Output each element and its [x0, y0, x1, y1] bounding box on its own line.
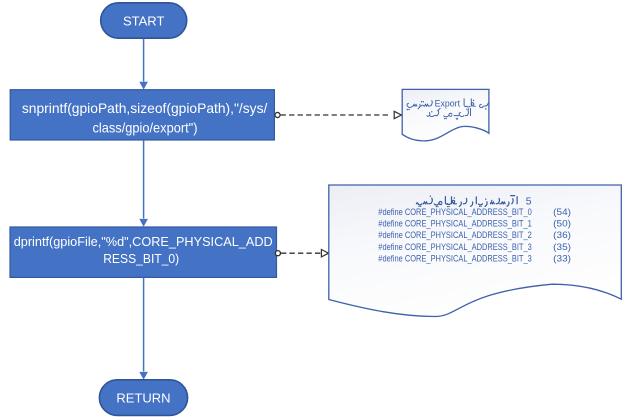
svg-text:#define CORE_PHYSICAL_ADDRESS_: #define CORE_PHYSICAL_ADDRESS_BIT_0 — [378, 207, 532, 217]
svg-text:(33): (33) — [553, 254, 571, 265]
svg-text:(36): (36) — [553, 230, 571, 241]
svg-text:Export: Export — [435, 98, 461, 108]
svg-text:class/gpio/export"): class/gpio/export") — [93, 121, 198, 136]
svg-text:#define CORE_PHYSICAL_ADDRESS_: #define CORE_PHYSICAL_ADDRESS_BIT_1 — [378, 219, 532, 229]
svg-text:snprintf(gpioPath,sizeof(gpioP: snprintf(gpioPath,sizeof(gpioPath),"/sys… — [22, 100, 268, 116]
svg-text:RESS_BIT_0): RESS_BIT_0) — [103, 252, 179, 266]
svg-text:(50): (50) — [553, 219, 571, 230]
svg-text:dprintf(gpioFile,"%d",CORE_PHY: dprintf(gpioFile,"%d",CORE_PHYSICAL_ADD — [14, 234, 273, 249]
svg-text:(35): (35) — [553, 242, 571, 253]
svg-text:#define CORE_PHYSICAL_ADDRESS_: #define CORE_PHYSICAL_ADDRESS_BIT_3 — [378, 254, 532, 264]
svg-text:(54): (54) — [553, 207, 571, 218]
svg-text:START: START — [123, 13, 164, 28]
svg-text:5: 5 — [526, 196, 532, 207]
svg-text:#define CORE_PHYSICAL_ADDRESS_: #define CORE_PHYSICAL_ADDRESS_BIT_2 — [378, 230, 532, 240]
svg-text:RETURN: RETURN — [116, 390, 170, 405]
svg-text:#define CORE_PHYSICAL_ADDRESS_: #define CORE_PHYSICAL_ADDRESS_BIT_3 — [378, 242, 532, 252]
